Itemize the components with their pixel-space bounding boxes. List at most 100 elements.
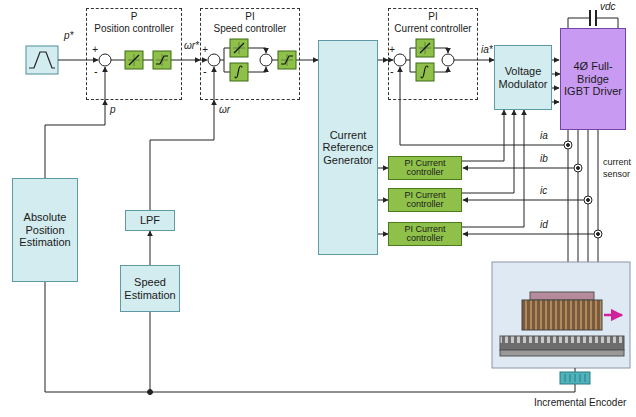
- current-sensor: [574, 164, 582, 172]
- signal-wire: [200, 60, 207, 61]
- signal-label: current sensor: [603, 156, 636, 180]
- driver-box: 4Ø Full-Bridge IGBT Driver: [560, 28, 626, 130]
- signal-wire: [463, 168, 574, 169]
- node-text: PI: [245, 11, 254, 23]
- control-block: [278, 51, 296, 69]
- signal-connector: [462, 110, 514, 193]
- signal-wire: [454, 60, 478, 61]
- summing-junction: [99, 54, 454, 66]
- current-sensor: [587, 199, 590, 202]
- signal-connector: [45, 100, 105, 178]
- control-block: [230, 39, 248, 57]
- signal-wire: [552, 88, 559, 89]
- signal-label: -: [203, 66, 206, 78]
- signal-label: ia: [540, 130, 548, 142]
- node-text: PI Current controller: [391, 225, 459, 244]
- signal-connector: [150, 100, 214, 210]
- controller-group: PISpeed controller: [200, 8, 300, 100]
- linear-motor-illustration: [560, 372, 590, 384]
- linear-motor-illustration: [500, 336, 624, 350]
- signal-connector: [182, 60, 200, 61]
- signal-wire: [248, 48, 266, 53]
- node-text: Voltage Modulator: [498, 65, 548, 90]
- signal-label: +: [389, 44, 395, 56]
- linear-motor-illustration: [530, 292, 594, 300]
- control-block: [125, 51, 143, 69]
- signal-wire: [248, 67, 266, 72]
- current-sensor: [584, 196, 592, 204]
- control-block: [416, 63, 434, 81]
- node-text: LPF: [140, 214, 160, 227]
- process-box: Absolute Position Estimation: [12, 178, 78, 282]
- signal-label: +: [202, 44, 208, 56]
- process-box: Current Reference Generator: [318, 40, 378, 255]
- signal-label: id: [540, 219, 548, 231]
- signal-connector: [300, 60, 318, 61]
- linear-motor-illustration: [565, 374, 585, 382]
- signal-label: p*: [64, 30, 73, 42]
- node-text: Absolute Position Estimation: [16, 211, 74, 249]
- setpoint-profile-block: [29, 52, 55, 68]
- controller-group: PPosition controller: [86, 8, 182, 100]
- signal-connector: [378, 60, 388, 61]
- signal-label: -: [390, 66, 393, 78]
- summing-junction: [442, 54, 454, 66]
- control-block: [230, 63, 248, 81]
- node-text: Speed Estimation: [124, 276, 176, 301]
- node-text: PI: [428, 11, 437, 23]
- current-sensor: [567, 144, 570, 147]
- dc-link-capacitor: [590, 10, 596, 26]
- signal-connector: [150, 231, 151, 265]
- signal-label: vdc: [600, 1, 616, 13]
- control-block: [416, 39, 434, 57]
- signal-connector: [378, 200, 388, 201]
- signal-label: ic: [540, 185, 547, 197]
- signal-label: Incremental Encoder: [534, 397, 626, 409]
- signal-wire: [214, 67, 215, 100]
- current-sensor: [577, 167, 580, 170]
- control-block: [153, 51, 171, 69]
- summing-junction: [260, 54, 272, 66]
- linear-motor-illustration: [522, 300, 602, 330]
- signal-wire: [86, 60, 98, 61]
- node-text: Current controller: [394, 23, 471, 35]
- signal-connector: [462, 110, 504, 161]
- controller-box: PI Current controller: [388, 156, 462, 180]
- signal-label: ia*: [481, 44, 493, 56]
- signal-connector: [478, 60, 494, 61]
- summing-junction: [99, 54, 111, 66]
- controller-box: PI Current controller: [388, 222, 462, 246]
- signal-label: ωr*: [184, 40, 199, 52]
- signal-label: ωr: [219, 104, 230, 116]
- current-sensor: [594, 230, 602, 238]
- signal-label: +: [92, 44, 98, 56]
- signal-wire: [434, 48, 448, 53]
- signal-wire: [105, 67, 106, 100]
- node-text: Position controller: [94, 23, 173, 35]
- linear-motor-illustration: [500, 350, 624, 356]
- node-text: P: [131, 11, 138, 23]
- controller-box: PI Current controller: [388, 188, 462, 212]
- setpoint-profile-block: [26, 46, 58, 74]
- signal-wire: [406, 48, 416, 72]
- process-box: Speed Estimation: [120, 265, 180, 312]
- signal-wire: [434, 67, 448, 72]
- current-sensor: [148, 390, 153, 395]
- current-sensor: [564, 141, 572, 149]
- node-text: Speed controller: [214, 23, 287, 35]
- signal-label: p: [110, 104, 116, 116]
- linear-motor-illustration: [492, 262, 630, 368]
- signal-connector: [378, 168, 388, 169]
- signal-connector: [378, 234, 388, 235]
- linear-motor-illustration: [604, 314, 622, 317]
- linear-motor-illustration: [575, 368, 576, 372]
- signal-wire: [568, 130, 598, 262]
- signal-wire: [463, 234, 594, 235]
- linear-motor-illustration: [492, 262, 630, 384]
- process-box: LPF: [125, 210, 175, 231]
- node-text: Current Reference Generator: [322, 129, 374, 167]
- signal-label: -: [94, 66, 97, 78]
- signal-wire: [552, 60, 559, 61]
- signal-connector: [462, 110, 524, 227]
- signal-wire: [58, 60, 86, 61]
